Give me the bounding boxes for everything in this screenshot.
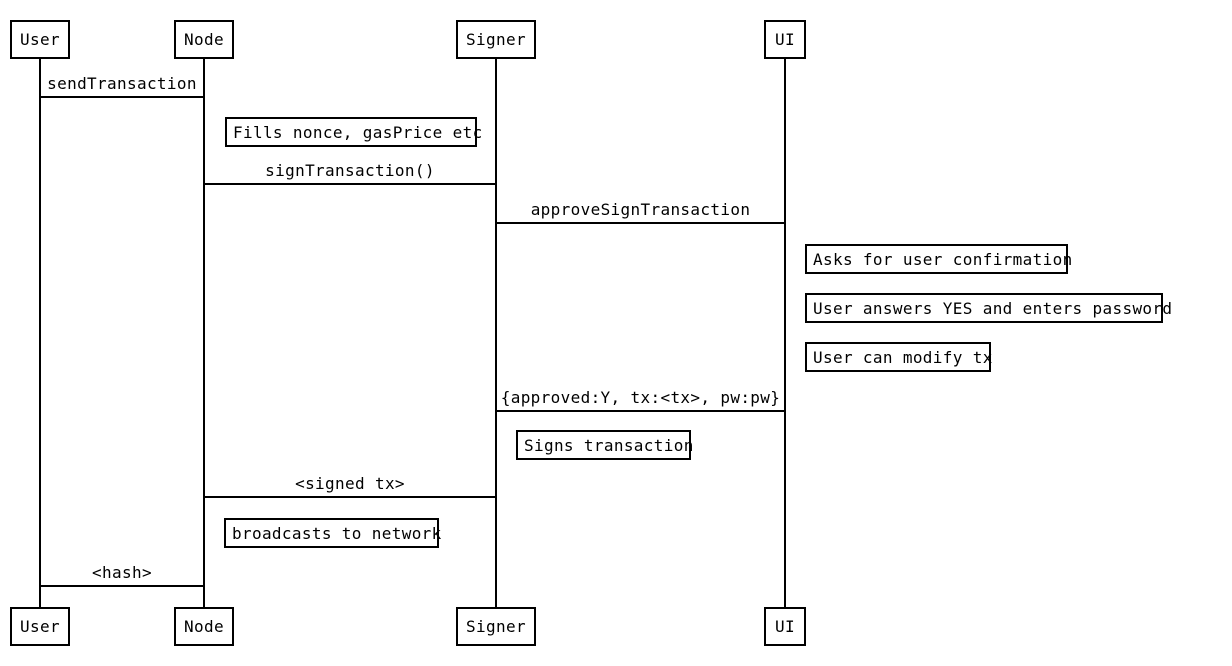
- message-label-approved-payload: {approved:Y, tx:<tx>, pw:pw}: [500, 388, 781, 407]
- actor-box-ui-bottom: UI: [764, 607, 806, 646]
- note-fills-nonce-gasprice: Fills nonce, gasPrice etc: [225, 117, 482, 147]
- actor-box-signer-bottom: Signer: [456, 607, 536, 646]
- lifeline-node: [203, 59, 205, 607]
- message-label-hash: <hash>: [92, 563, 152, 582]
- message-line-signed-tx: [204, 496, 496, 498]
- note-signs-transaction: Signs transaction: [516, 430, 693, 460]
- message-line-approved-payload: [496, 410, 785, 412]
- message-label-sendtransaction: sendTransaction: [47, 74, 197, 93]
- message-label-signed-tx: <signed tx>: [295, 474, 405, 493]
- message-line-signtransaction: [204, 183, 496, 185]
- actor-box-user-bottom: User: [10, 607, 70, 646]
- lifeline-signer: [495, 59, 497, 607]
- actor-box-node-bottom: Node: [174, 607, 234, 646]
- note-broadcasts-to-network: broadcasts to network: [224, 518, 441, 548]
- actor-box-node-top: Node: [174, 20, 234, 59]
- actor-box-user-top: User: [10, 20, 70, 59]
- actor-box-ui-top: UI: [764, 20, 806, 59]
- note-asks-user-confirmation: Asks for user confirmation: [805, 244, 1072, 274]
- message-line-sendtransaction: [40, 96, 204, 98]
- message-label-signtransaction: signTransaction(): [265, 161, 435, 180]
- note-user-answers-yes: User answers YES and enters password: [805, 293, 1172, 323]
- message-line-hash: [40, 585, 204, 587]
- actor-box-signer-top: Signer: [456, 20, 536, 59]
- message-line-approvesigntransaction: [496, 222, 785, 224]
- message-label-approvesigntransaction: approveSignTransaction: [530, 200, 751, 219]
- lifeline-user: [39, 59, 41, 607]
- note-user-can-modify-tx: User can modify tx: [805, 342, 992, 372]
- lifeline-ui: [784, 59, 786, 607]
